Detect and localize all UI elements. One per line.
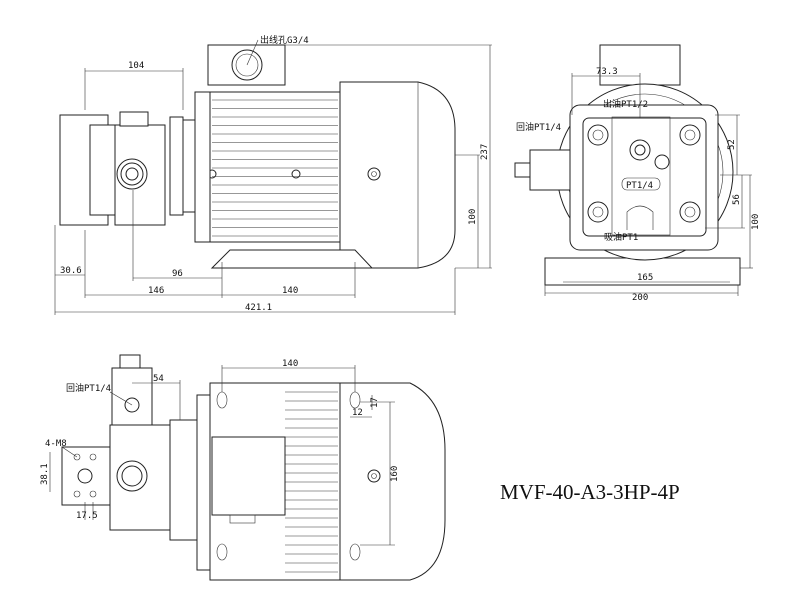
pump-body	[109, 424, 171, 531]
pump-face	[582, 117, 707, 237]
motor-flange	[194, 91, 211, 243]
cable-outlet-icon	[231, 49, 263, 81]
dim-237: 237	[480, 144, 490, 160]
fan-cover	[339, 81, 456, 269]
bolt-icon	[592, 129, 604, 141]
dim-200: 200	[632, 293, 648, 303]
dim-160: 160	[390, 466, 400, 482]
return-label-top: 回油PT1/4	[66, 382, 111, 394]
dim-165: 165	[637, 273, 653, 283]
dim-56: 56	[732, 194, 742, 205]
dim-140: 140	[282, 286, 298, 296]
dim-52: 52	[727, 139, 737, 150]
base-plate	[544, 257, 741, 286]
bolt-icon	[679, 201, 701, 223]
front-view: 出油PT1/2 回油PT1/4 PT1/4 吸油PT1 73.3 52 56 1…	[514, 44, 761, 303]
cable-outlet-label: 出线孔G3/4	[260, 34, 309, 46]
dim-54: 54	[153, 374, 164, 384]
bolt-icon	[684, 129, 696, 141]
dim-421-1: 421.1	[245, 303, 272, 313]
motor-feet	[210, 249, 374, 269]
dim-100: 100	[468, 209, 478, 225]
bolts-label: 4-M8	[45, 439, 67, 449]
bolt-icon	[592, 206, 604, 218]
dim-30-6: 30.6	[60, 266, 82, 276]
return-label: 回油PT1/4	[516, 121, 561, 133]
dim-17-5: 17.5	[76, 511, 98, 521]
side-view: 出线孔G3/4 104 237 100	[54, 34, 492, 315]
dim-140-top: 140	[282, 359, 298, 369]
motor-body	[209, 91, 341, 243]
pump-body	[114, 124, 166, 226]
bolt-icon	[684, 206, 696, 218]
dim-104: 104	[128, 61, 144, 71]
dim-17: 17	[370, 397, 380, 408]
dim-38-1: 38.1	[40, 463, 50, 485]
dim-146: 146	[148, 286, 164, 296]
dim-96: 96	[172, 269, 183, 279]
dim-100-front: 100	[751, 214, 761, 230]
return-port-block	[529, 149, 571, 191]
bolt-icon	[679, 124, 701, 146]
fan-cover	[339, 382, 446, 581]
nameplate	[211, 436, 286, 516]
junction-box	[207, 44, 286, 86]
bolt-icon	[587, 124, 609, 146]
outlet-label: 出油PT1/2	[603, 98, 648, 110]
drain-label: PT1/4	[626, 181, 653, 191]
dim-73-3: 73.3	[596, 67, 618, 77]
dim-12: 12	[352, 408, 363, 418]
top-view: 140 54 回油PT1/4 4-M8 38.1 17.5 17 12 160	[40, 354, 446, 581]
bolt-icon	[587, 201, 609, 223]
suction-label: 吸油PT1	[604, 231, 638, 243]
suction-flange	[61, 446, 111, 506]
model-title: MVF-40-A3-3HP-4P	[500, 480, 680, 504]
